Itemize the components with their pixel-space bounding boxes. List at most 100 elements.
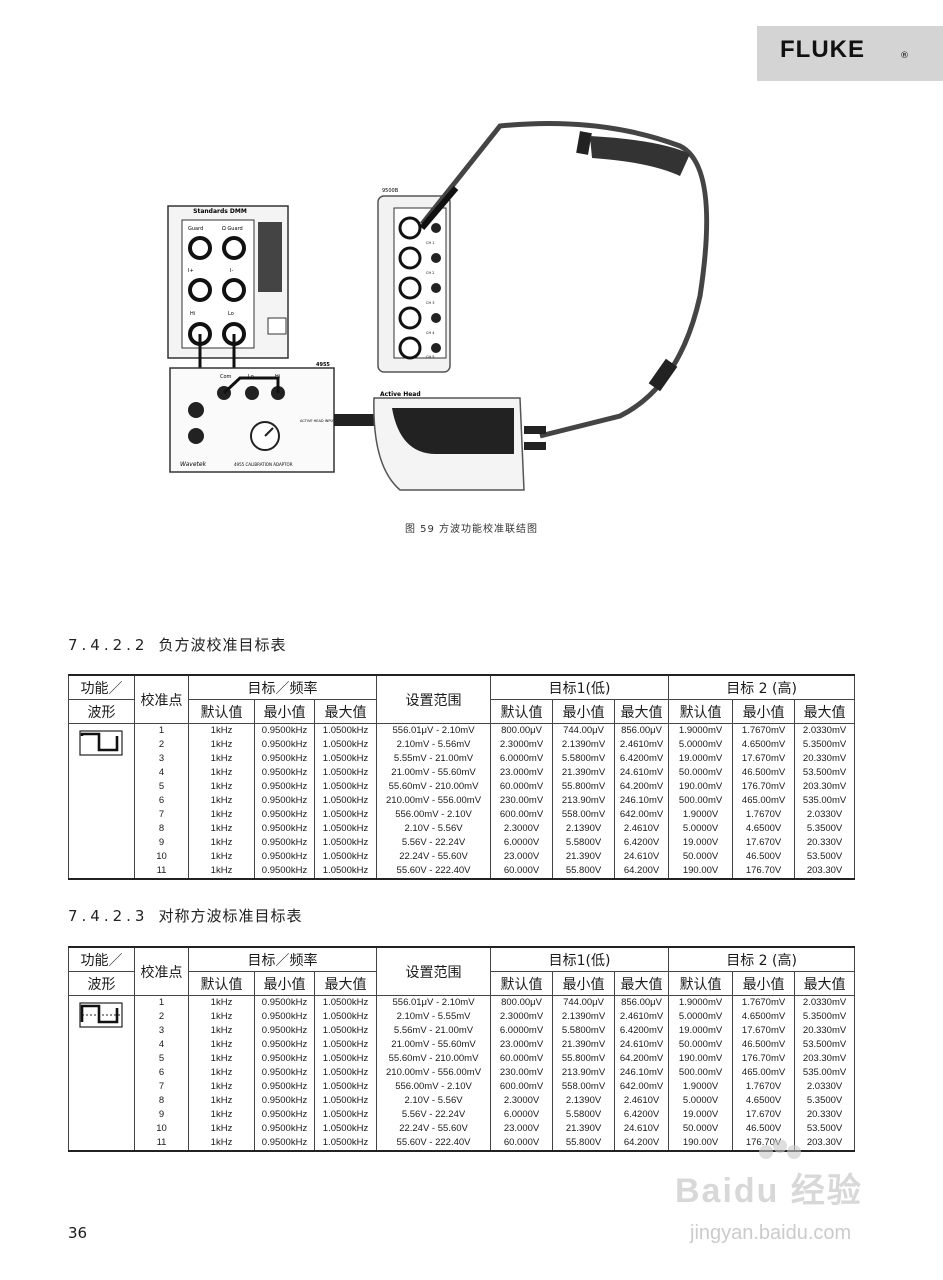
table-cell: 2.4610V bbox=[623, 1095, 660, 1106]
table-cell: 5.3500V bbox=[806, 823, 843, 834]
table-cell: 9 bbox=[158, 837, 165, 848]
table-cell: 744.00μV bbox=[563, 997, 604, 1008]
table-cell: 5 bbox=[158, 781, 165, 792]
target-freq-header: 目标／频率 bbox=[187, 946, 378, 972]
table-cell: 0.9500kHz bbox=[261, 1109, 308, 1120]
table-cell: 500.00mV bbox=[678, 1067, 723, 1078]
table-cell: 1kHz bbox=[210, 865, 233, 876]
table-cell: 6.4200V bbox=[623, 1109, 660, 1120]
table-cell: 5.56V - 22.24V bbox=[401, 837, 466, 848]
table-cell: 11 bbox=[156, 1137, 167, 1148]
table-cell: 176.70V bbox=[745, 1137, 782, 1148]
table-cell: 64.200V bbox=[623, 865, 660, 876]
table-cell: 176.70V bbox=[745, 865, 782, 876]
table-cell: 60.000V bbox=[503, 1137, 540, 1148]
table-cell: 1.0500kHz bbox=[322, 753, 369, 764]
table-cell: 2.10mV - 5.56mV bbox=[396, 739, 471, 750]
table-cell: 50.000mV bbox=[678, 767, 723, 778]
section-title-text: 对称方波标准目标表 bbox=[158, 907, 303, 925]
table-cell: 46.500V bbox=[745, 1123, 782, 1134]
table-cell: 1.7670mV bbox=[741, 997, 786, 1008]
table-cell: 21.390mV bbox=[561, 1039, 606, 1050]
table-cell: 1.0500kHz bbox=[322, 1039, 369, 1050]
brand-label: Wavetek bbox=[180, 461, 207, 468]
table-cell: 465.00mV bbox=[741, 795, 786, 806]
target2-header: 目标 2 (高) bbox=[668, 946, 856, 972]
table-cell: 19.000V bbox=[682, 837, 719, 848]
target-freq-header: 目标／频率 bbox=[187, 674, 378, 700]
fluke-logo-box bbox=[757, 26, 943, 81]
active-head-label: Active Head bbox=[380, 391, 421, 398]
connection-diagram: Standards DMM Guard Ω Guard I+ I- Hi Lo … bbox=[167, 121, 710, 491]
table-cell: 0.9500kHz bbox=[261, 823, 308, 834]
table-cell: 1.9000mV bbox=[678, 725, 723, 736]
table-cell: 5.56V - 22.24V bbox=[401, 1109, 466, 1120]
table-cell: 46.500V bbox=[745, 851, 782, 862]
table-cell: 1kHz bbox=[210, 1011, 233, 1022]
table-cell: 2.0330V bbox=[806, 1081, 843, 1092]
active-head: Active Head bbox=[373, 391, 546, 491]
table-cell: 5.5800mV bbox=[561, 1025, 606, 1036]
table-cell: 50.000mV bbox=[678, 1039, 723, 1050]
table-cell: 64.200V bbox=[623, 1137, 660, 1148]
target2-header: 目标 2 (高) bbox=[668, 674, 856, 700]
table-cell: 46.500mV bbox=[741, 1039, 786, 1050]
guard-label: Guard bbox=[188, 226, 203, 232]
table-cell: 5.3500V bbox=[806, 1095, 843, 1106]
table-cell: 2.4610mV bbox=[619, 1011, 664, 1022]
table-cell: 5.56mV - 21.00mV bbox=[393, 1025, 474, 1036]
table-cell: 5.3500mV bbox=[802, 739, 847, 750]
table-cell: 21.390V bbox=[565, 851, 602, 862]
table-cell: 5 bbox=[158, 1053, 165, 1064]
ohm-guard-label: Ω Guard bbox=[222, 226, 243, 232]
setting-range-header: 设置范围 bbox=[376, 946, 492, 996]
table-cell: 1.0500kHz bbox=[322, 997, 369, 1008]
calibrator-9500b: 9500B CH 1 CH 2 CH 3 CH 4 CH 5 bbox=[377, 188, 451, 373]
page-number: 36 bbox=[68, 1224, 88, 1242]
table-cell: 1kHz bbox=[210, 823, 233, 834]
table-cell: 24.610V bbox=[623, 1123, 660, 1134]
calibration-adapter: 4955 Com Lo Hi Wavetek 4955 CALIBRATION … bbox=[169, 362, 336, 473]
table-cell: 60.000mV bbox=[499, 781, 544, 792]
table-cell: 7 bbox=[158, 1081, 165, 1092]
table-cell: 21.390V bbox=[565, 1123, 602, 1134]
t2-max-header: 最大值 bbox=[794, 971, 856, 996]
table-cell: 0.9500kHz bbox=[261, 753, 308, 764]
table-cell: 600.00mV bbox=[499, 1081, 544, 1092]
table-cell: 55.800V bbox=[565, 1137, 602, 1148]
table-cell: 19.000V bbox=[682, 1109, 719, 1120]
table-cell: 24.610mV bbox=[619, 767, 664, 778]
table-cell: 642.00mV bbox=[619, 1081, 664, 1092]
freq-default-header: 默认值 bbox=[188, 971, 255, 996]
table-cell: 2.10mV - 5.55mV bbox=[396, 1011, 471, 1022]
table-cell: 600.00mV bbox=[499, 809, 544, 820]
table-cell: 558.00mV bbox=[561, 1081, 606, 1092]
calibrator-label: 9500B bbox=[382, 188, 399, 194]
table-cell: 0.9500kHz bbox=[261, 1123, 308, 1134]
section-number: 7.4.2.2 bbox=[68, 636, 149, 654]
table-cell: 1kHz bbox=[210, 1123, 233, 1134]
freq-max-header: 最大值 bbox=[313, 971, 378, 996]
table-cell: 5.55mV - 21.00mV bbox=[393, 753, 474, 764]
adapter-model-label: 4955 bbox=[316, 362, 330, 368]
table-cell: 53.500mV bbox=[802, 1039, 847, 1050]
table-cell: 53.500V bbox=[806, 851, 843, 862]
t1-max-header: 最大值 bbox=[614, 971, 670, 996]
table-cell: 55.60V - 222.40V bbox=[396, 1137, 471, 1148]
freq-min-header: 最小值 bbox=[254, 971, 315, 996]
table-cell: 23.000mV bbox=[499, 1039, 544, 1050]
waveform-header: 波形 bbox=[68, 971, 135, 996]
table-cell: 203.30V bbox=[806, 1137, 843, 1148]
com-label: Com bbox=[220, 374, 232, 380]
table-cell: 8 bbox=[158, 1095, 165, 1106]
table-cell: 556.00mV - 2.10V bbox=[395, 1081, 472, 1092]
table-cell: 558.00mV bbox=[561, 809, 606, 820]
cal-point-header: 校准点 bbox=[134, 946, 189, 996]
